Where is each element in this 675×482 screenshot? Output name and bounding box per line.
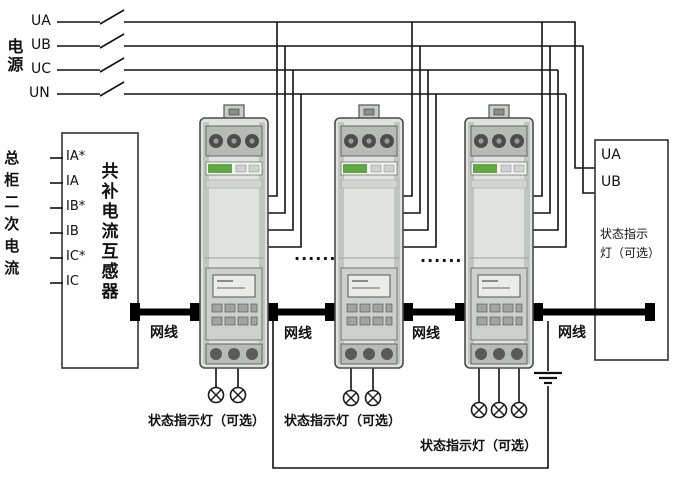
ellipsis-2: ...... <box>420 247 463 266</box>
status-lamp-label-2: 状态指示灯（可选） <box>284 414 402 429</box>
network-cable-label-2: 网线 <box>284 326 312 342</box>
power-device-2 <box>334 104 404 369</box>
status-lamp-1a <box>207 386 225 404</box>
right-panel-status-note-line2: 灯（可选） <box>600 246 661 260</box>
terminal-label-ic-star: IC* <box>66 249 86 264</box>
status-lamp-3a <box>470 401 488 419</box>
status-lamp-3c <box>510 401 528 419</box>
network-cable-label-1: 网线 <box>150 325 178 341</box>
phase-label-ub: UB <box>31 37 51 53</box>
cabinet-secondary-current-label: 总柜二次电流 <box>2 150 21 282</box>
terminal-label-ib-star: IB* <box>66 199 86 214</box>
left-panel <box>50 132 139 369</box>
wire-uc <box>57 57 558 73</box>
phase-label-ua: UA <box>31 13 51 29</box>
power-device-1 <box>199 104 269 369</box>
power-wires <box>57 9 640 248</box>
status-lamp-2b <box>364 389 382 407</box>
ellipsis-1: ...... <box>294 245 337 264</box>
network-cable-label-4: 网线 <box>558 325 586 341</box>
network-cable-label-3: 网线 <box>412 326 440 342</box>
status-lamp-3b <box>490 401 508 419</box>
transformer-label: 共补电流互感器 <box>97 162 118 302</box>
terminal-label-ic: IC <box>66 274 79 289</box>
power-device-3 <box>464 104 534 369</box>
right-panel-phase-ua: UA <box>601 147 621 163</box>
terminal-label-ia: IA <box>66 174 79 189</box>
status-lamp-2a <box>342 389 360 407</box>
right-panel-status-note-line1: 状态指示 <box>600 227 649 241</box>
lamp-wires <box>215 368 520 403</box>
ground-symbol <box>534 321 562 385</box>
bottom-conductor <box>272 321 549 469</box>
terminal-label-ia-star: IA* <box>66 149 86 164</box>
status-lamp-1b <box>229 386 247 404</box>
status-lamp-label-1: 状态指示灯（可选） <box>148 414 266 429</box>
status-lamp-label-3: 状态指示灯（可选） <box>420 439 538 454</box>
phase-label-uc: UC <box>31 61 52 77</box>
wire-un <box>57 81 566 97</box>
left-panel-box <box>61 132 139 369</box>
right-panel <box>594 139 669 361</box>
terminal-label-ib: IB <box>66 224 79 239</box>
power-source-label: 电源 <box>4 38 24 74</box>
right-panel-box <box>594 139 669 361</box>
phase-label-un: UN <box>29 85 50 101</box>
right-panel-phase-ub: UB <box>601 174 621 190</box>
